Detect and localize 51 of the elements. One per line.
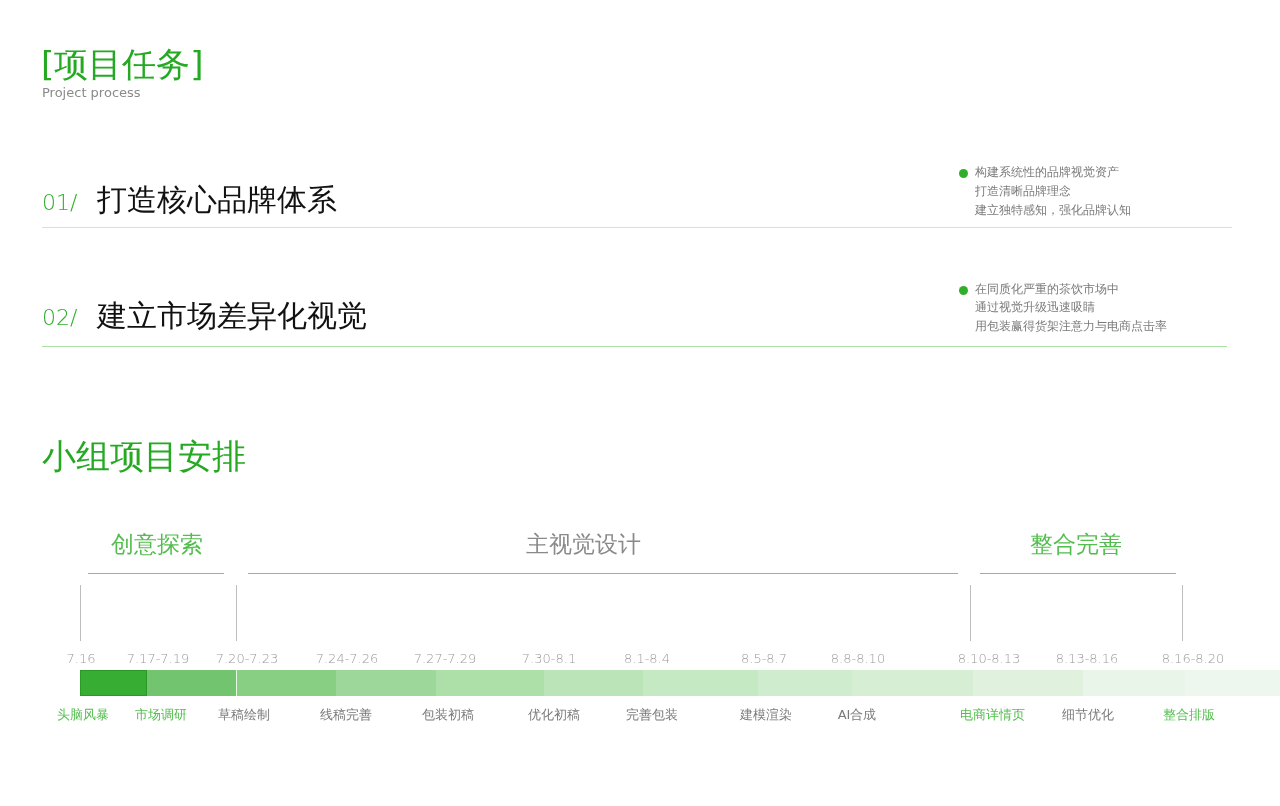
task-label: 优化初稿 [528,707,580,723]
section-number: 01/ [42,190,78,217]
bullet-text: 用包装赢得货架注意力与电商点击率 [975,319,1167,334]
date-label: 8.10-8.13 [957,651,1021,667]
bullet-text: 通过视觉升级迅速吸睛 [975,300,1095,315]
task-label: 完善包装 [626,707,678,723]
timeline-segment [758,670,852,696]
date-label: 8.1-8.4 [624,651,670,667]
date-label: 7.30-8.1 [521,651,577,667]
timeline-segment [1083,670,1185,696]
task-label: 细节优化 [1062,707,1114,723]
timeline-segment [436,670,544,696]
subtitle: Project process [42,85,141,101]
timeline-segment [544,670,643,696]
date-label: 8.13-8.16 [1055,651,1119,667]
date-label: 7.27-7.29 [413,651,477,667]
task-label: 草稿绘制 [218,707,270,723]
section-number: 02/ [42,305,78,332]
bullet-text: 建立独特感知，强化品牌认知 [975,203,1131,218]
task-label: 市场调研 [135,707,187,723]
timeline-segment [852,670,973,696]
page-title: [项目任务] [41,44,204,85]
timeline-segment [236,670,336,696]
phase-label: 主视觉设计 [525,531,641,559]
bullet-text: 构建系统性的品牌视觉资产 [975,165,1119,180]
timeline-segment [80,670,147,696]
date-label: 7.16 [66,651,96,667]
task-label: 线稿完善 [320,707,372,723]
bullet-text: 打造清晰品牌理念 [975,184,1071,199]
task-heading: 建立市场差异化视觉 [97,298,367,334]
section-heading: 小组项目安排 [42,436,246,477]
phase-label: 整合完善 [1030,531,1122,559]
date-label: 7.17-7.19 [126,651,190,667]
task-label: 整合排版 [1163,707,1215,723]
task-heading: 打造核心品牌体系 [97,182,337,218]
date-label: 7.24-7.26 [315,651,379,667]
timeline-segment [643,670,758,696]
date-label: 8.5-8.7 [741,651,787,667]
bullet-text: 在同质化严重的茶饮市场中 [975,282,1119,297]
task-label: AI合成 [837,707,877,723]
date-label: 8.16-8.20 [1161,651,1225,667]
timeline-segment [336,670,436,696]
date-label: 7.20-7.23 [215,651,279,667]
task-label: 包装初稿 [422,707,474,723]
task-label: 头脑风暴 [57,707,109,723]
timeline-segment [147,670,236,696]
phase-label: 创意探索 [111,531,203,559]
task-label: 建模渲染 [740,707,792,723]
task-label: 电商详情页 [959,707,1025,723]
timeline-segment [973,670,1083,696]
date-label: 8.8-8.10 [830,651,886,667]
